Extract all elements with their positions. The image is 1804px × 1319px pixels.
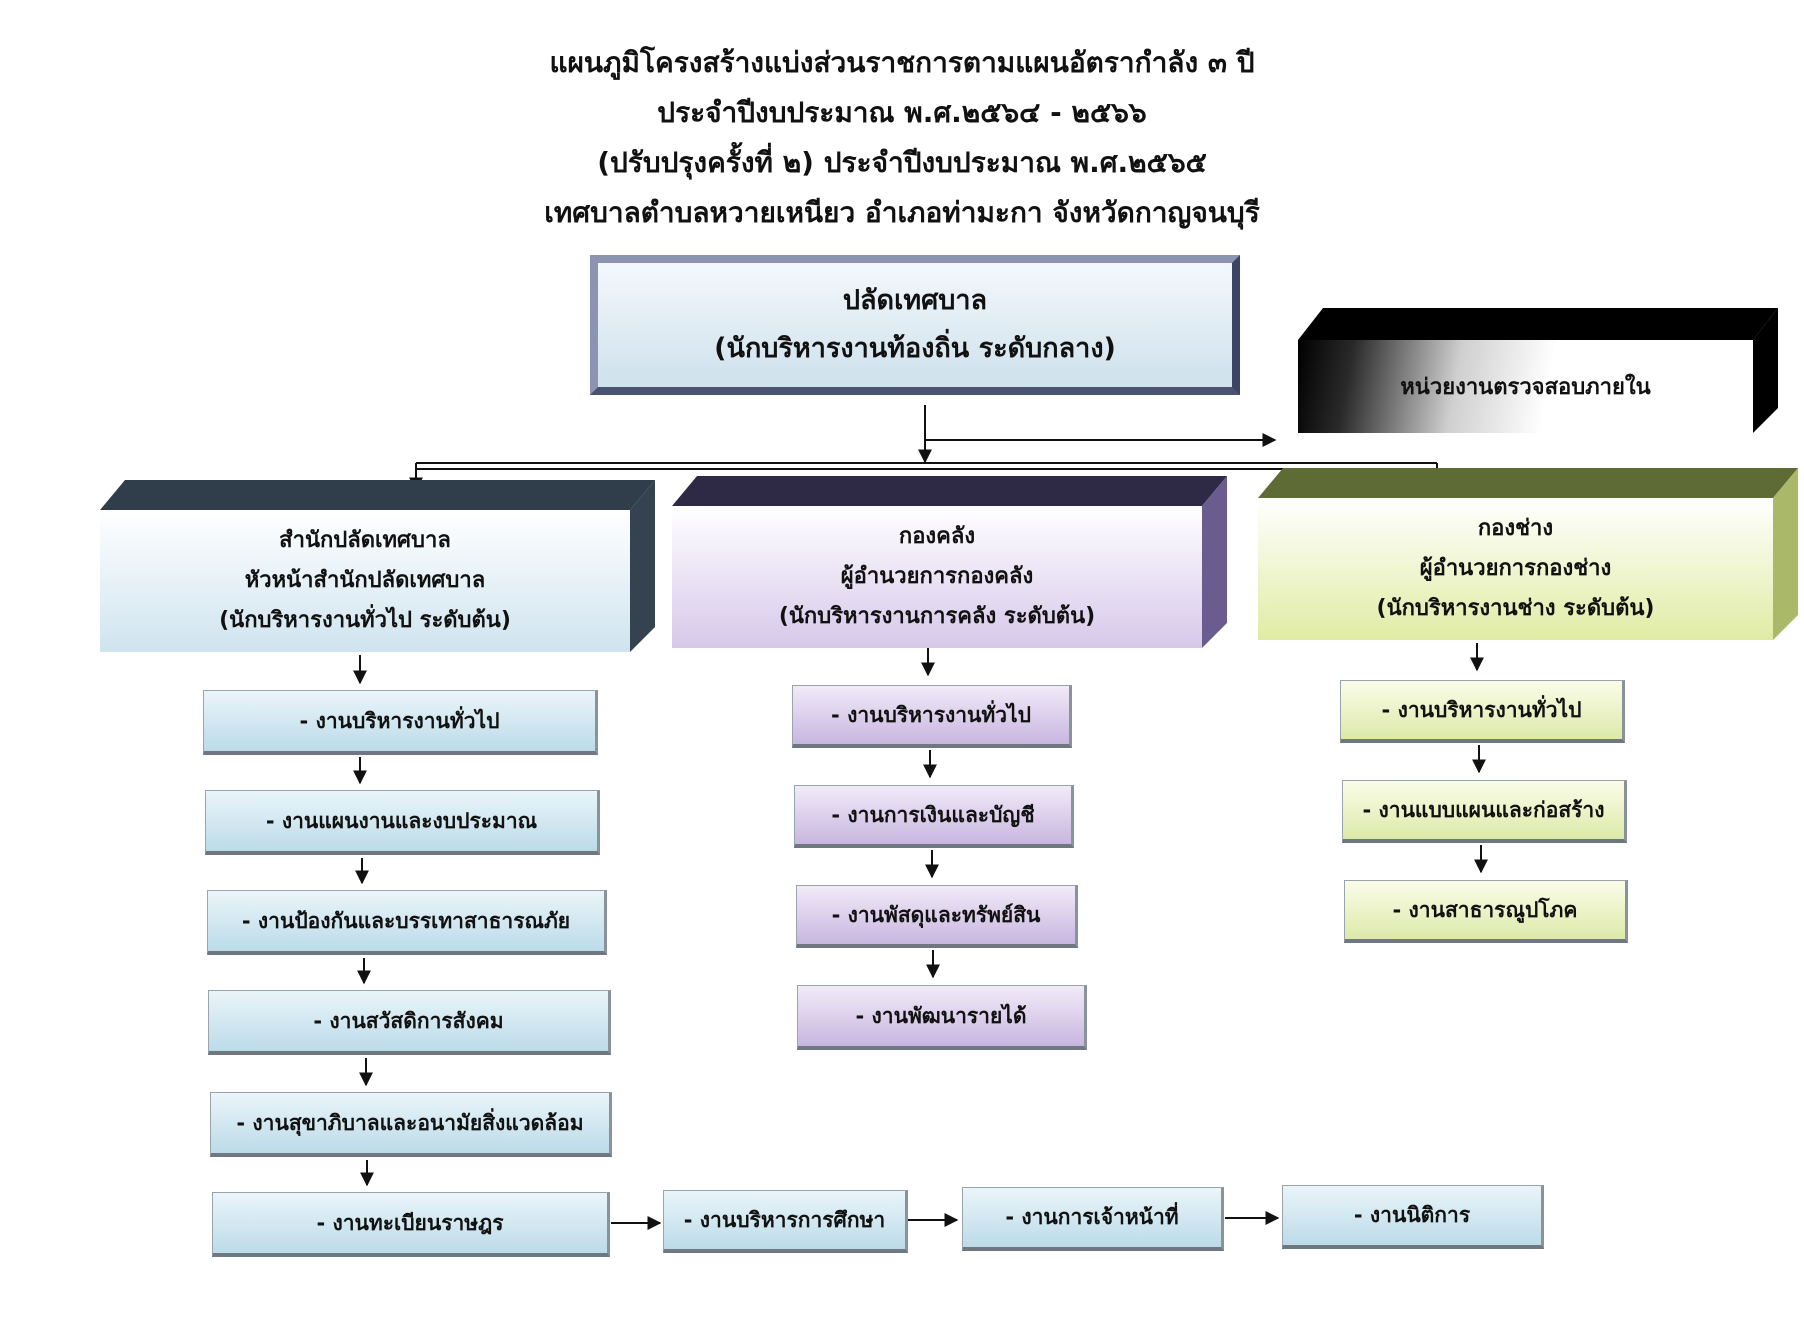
head-level: (นักบริหารงานท้องถิ่น ระดับกลาง) <box>714 333 1116 364</box>
head-title: ปลัดเทศบาล <box>842 285 988 316</box>
division-name: สำนักปลัดเทศบาล <box>279 528 451 553</box>
unit-box: - งานบริหารงานทั่วไป <box>792 685 1072 748</box>
title-line: ประจำปีงบประมาณ พ.ศ.๒๕๖๔ - ๒๕๖๖ <box>657 96 1147 129</box>
division-level: (นักบริหารงานการคลัง ระดับต้น) <box>778 604 1096 629</box>
unit-box: - งานป้องกันและบรรเทาสาธารณภัย <box>207 890 607 955</box>
division-box-engineering: กองช่าง ผู้อำนวยการกองช่าง (นักบริหารงาน… <box>1258 468 1798 640</box>
unit-box: - งานการเงินและบัญชี <box>794 785 1074 848</box>
audit-box: หน่วยงานตรวจสอบภายใน <box>1298 308 1778 433</box>
division-name: กองช่าง <box>1477 516 1554 541</box>
division-level: (นักบริหารงานทั่วไป ระดับต้น) <box>219 608 511 633</box>
title-line: เทศบาลตำบลหวายเหนียว อำเภอท่ามะกา จังหวั… <box>544 196 1260 229</box>
unit-box: - งานสุขาภิบาลและอนามัยสิ่งแวดล้อม <box>210 1092 612 1157</box>
division-box-finance: กองคลัง ผู้อำนวยการกองคลัง (นักบริหารงาน… <box>672 476 1227 648</box>
title-line: (ปรับปรุงครั้งที่ ๒) ประจำปีงบประมาณ พ.ศ… <box>597 146 1207 179</box>
unit-box: - งานพัฒนารายได้ <box>797 985 1087 1050</box>
head-box-municipal-clerk: ปลัดเทศบาล (นักบริหารงานท้องถิ่น ระดับกล… <box>590 255 1240 395</box>
unit-box: - งานบริหารการศึกษา <box>663 1190 908 1253</box>
unit-box: - งานสาธารณูปโภค <box>1344 880 1628 943</box>
division-head: ผู้อำนวยการกองคลัง <box>840 564 1034 589</box>
unit-box: - งานบริหารงานทั่วไป <box>1340 680 1625 743</box>
audit-label: หน่วยงานตรวจสอบภายใน <box>1400 375 1651 400</box>
chart-title: แผนภูมิโครงสร้างแบ่งส่วนราชการตามแผนอัตร… <box>0 38 1804 238</box>
division-head: หัวหน้าสำนักปลัดเทศบาล <box>244 568 486 593</box>
unit-box: - งานการเจ้าหน้าที่ <box>962 1187 1224 1251</box>
unit-box: - งานนิติการ <box>1282 1185 1544 1249</box>
unit-box: - งานแผนงานและงบประมาณ <box>205 790 600 855</box>
division-name: กองคลัง <box>898 524 976 549</box>
division-box-clerk-office: สำนักปลัดเทศบาล หัวหน้าสำนักปลัดเทศบาล (… <box>100 480 655 652</box>
unit-box: - งานบริหารงานทั่วไป <box>203 690 598 755</box>
unit-box: - งานพัสดุและทรัพย์สิน <box>796 885 1078 948</box>
unit-box: - งานทะเบียนราษฎร <box>212 1192 610 1257</box>
unit-box: - งานสวัสดิการสังคม <box>208 990 611 1055</box>
division-head: ผู้อำนวยการกองช่าง <box>1419 556 1612 581</box>
title-line: แผนภูมิโครงสร้างแบ่งส่วนราชการตามแผนอัตร… <box>549 46 1255 79</box>
division-level: (นักบริหารงานช่าง ระดับต้น) <box>1376 596 1655 621</box>
unit-box: - งานแบบแผนและก่อสร้าง <box>1342 780 1627 843</box>
